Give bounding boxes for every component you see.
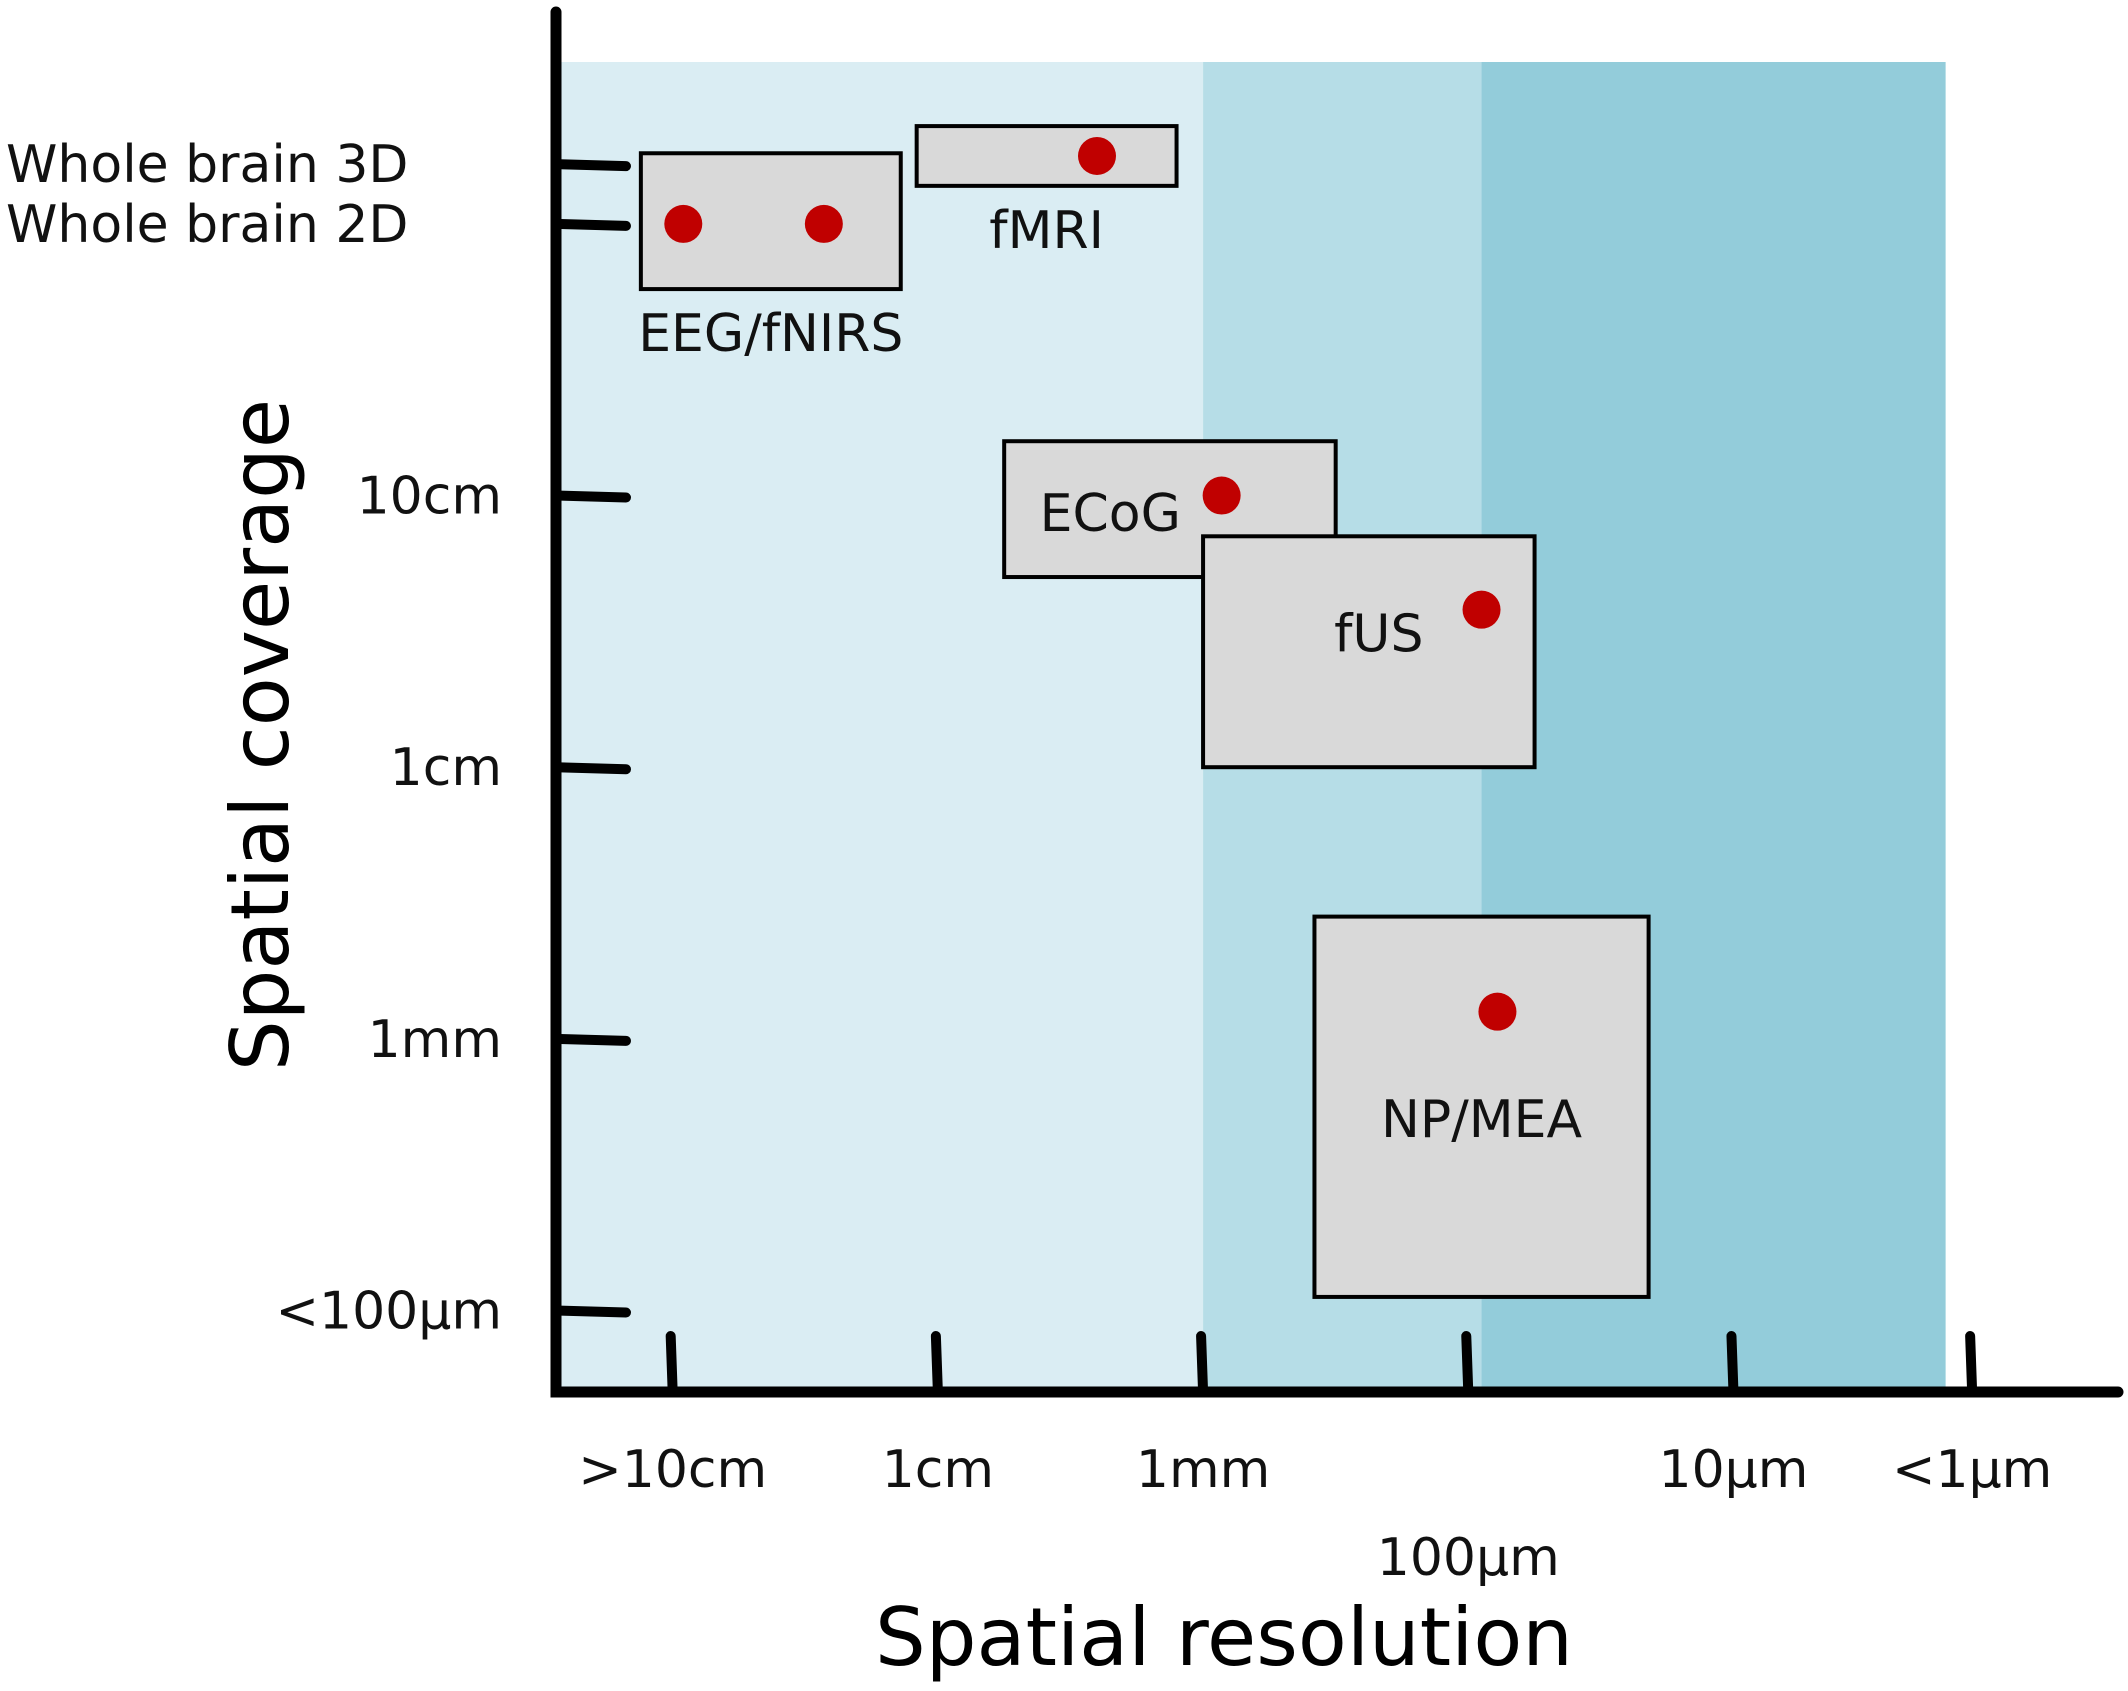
x-tick-1mm [1196,1331,1209,1397]
y-tick-100-m [551,1305,631,1318]
modality-fus: fUS [1201,534,1537,770]
x-tick-label-10cm: >10cm [578,1440,767,1500]
label-fus: fUS [1334,605,1423,665]
y-tick-label-1cm: 1cm [390,738,502,798]
y-tick-label-whole-brain-3d: Whole brain 3D [6,135,408,195]
label-np-mea: NP/MEA [1381,1090,1582,1150]
modality-boxes: EEG/fNIRS fMRI ECoG fUS NP/MEA [638,124,1651,1299]
box-fus [1201,534,1537,770]
x-tick-10cm [665,1331,678,1397]
y-tick-10cm [551,490,631,503]
y-tick-1mm [551,1033,631,1046]
y-tick-label-100-m: <100µm [275,1282,502,1342]
x-tick-1cm [930,1331,943,1397]
x-tick-label-1cm: 1cm [882,1440,994,1500]
point-fmri-1 [1077,136,1116,175]
x-tick-label-10-m: 10µm [1659,1440,1809,1500]
label-ecog: ECoG [1040,484,1181,544]
box-eeg-fnirs [638,151,903,292]
point-eeg-fnirs-2 [804,204,843,243]
point-np-mea-1 [1478,992,1517,1031]
y-tick-label-10cm: 10cm [357,467,502,527]
x-tick-label-100-m: 100µm [1377,1528,1560,1588]
label-eeg-fnirs: EEG/fNIRS [638,304,903,364]
point-fus-1 [1462,590,1501,629]
point-ecog-1 [1202,476,1241,515]
label-fmri: fMRI [989,201,1104,261]
axes-frame [550,6,2124,1398]
x-tick-label-1mm: 1mm [1136,1440,1270,1500]
axes [550,6,2124,1398]
box-fmri [914,124,1179,188]
y-tick-label-whole-brain-2d: Whole brain 2D [6,195,408,255]
y-tick-label-1mm: 1mm [368,1010,502,1070]
y-tick-whole-brain-3d [551,159,631,172]
point-eeg-fnirs-1 [664,204,703,243]
modality-eeg-fnirs: EEG/fNIRS [638,151,903,364]
x-tick-label-1-m: <1µm [1892,1440,2052,1500]
x-tick-100-m [1461,1331,1474,1397]
x-tick-10-m [1726,1331,1739,1397]
x-axis-title: Spatial resolution [875,1591,1573,1684]
x-ticks: >10cm 1cm 1mm 100µm 10µm <1µm [578,1331,2052,1588]
y-tick-1cm [551,762,631,775]
y-axis-title: Spatial coverage [214,399,307,1071]
x-tick-1-m [1965,1331,1978,1397]
modality-np-mea: NP/MEA [1312,914,1651,1299]
modality-fmri: fMRI [914,124,1179,261]
box-np-mea [1312,914,1651,1299]
y-tick-whole-brain-2d [551,218,631,231]
